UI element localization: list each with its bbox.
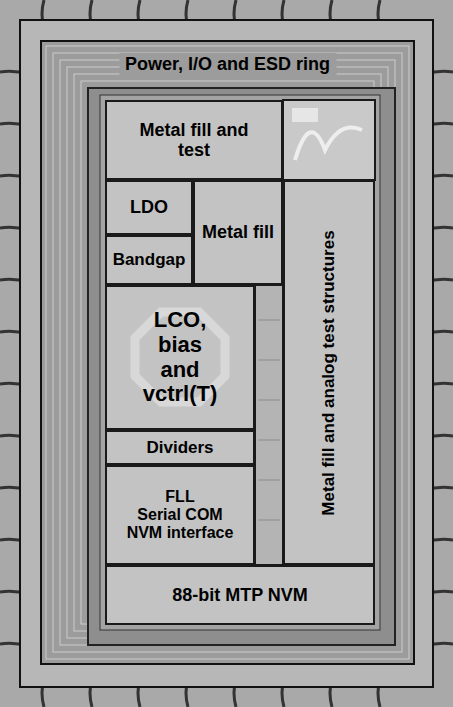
die-frame xyxy=(20,20,433,687)
block-box: Dividers xyxy=(105,430,255,465)
block-box: LDO xyxy=(105,180,193,235)
ring-lines xyxy=(46,46,409,659)
block-box: LCO, bias and vctrl(T) xyxy=(105,285,255,430)
core-area xyxy=(88,88,395,645)
block-box: Metal fill and test xyxy=(105,100,283,180)
ring-area xyxy=(40,40,415,665)
block-label: FLL xyxy=(165,488,194,506)
block-box: 88-bit MTP NVM xyxy=(105,565,375,625)
block-label: Bandgap xyxy=(113,250,186,269)
block-box: Metal fill xyxy=(193,180,283,285)
block-label: 88-bit MTP NVM xyxy=(172,585,308,605)
block-label: Metal fill and analog test structures xyxy=(319,230,338,515)
block-label: Dividers xyxy=(146,438,213,457)
io-ring: Power, I/O and ESD ringMetal fill and te… xyxy=(40,40,415,665)
strip-lines xyxy=(258,320,280,520)
block-label: LCO, bias and vctrl(T) xyxy=(143,308,218,407)
logo-mark xyxy=(295,128,362,161)
block-label: Serial COM xyxy=(137,506,222,524)
logo-mark xyxy=(292,108,318,122)
unlabelled-strip xyxy=(255,285,283,565)
core-inner xyxy=(100,95,380,630)
block-label: NVM interface xyxy=(127,524,234,542)
block-label: LDO xyxy=(130,197,168,217)
block-label: Metal fill and test xyxy=(138,120,250,160)
block-box: Bandgap xyxy=(105,235,193,285)
block-box: Metal fill and analog test structures xyxy=(283,180,375,565)
logo-box xyxy=(283,100,375,180)
block-box: FLLSerial COMNVM interface xyxy=(105,465,255,565)
block-label: Metal fill xyxy=(202,222,274,242)
ring-label: Power, I/O and ESD ring xyxy=(119,53,336,75)
